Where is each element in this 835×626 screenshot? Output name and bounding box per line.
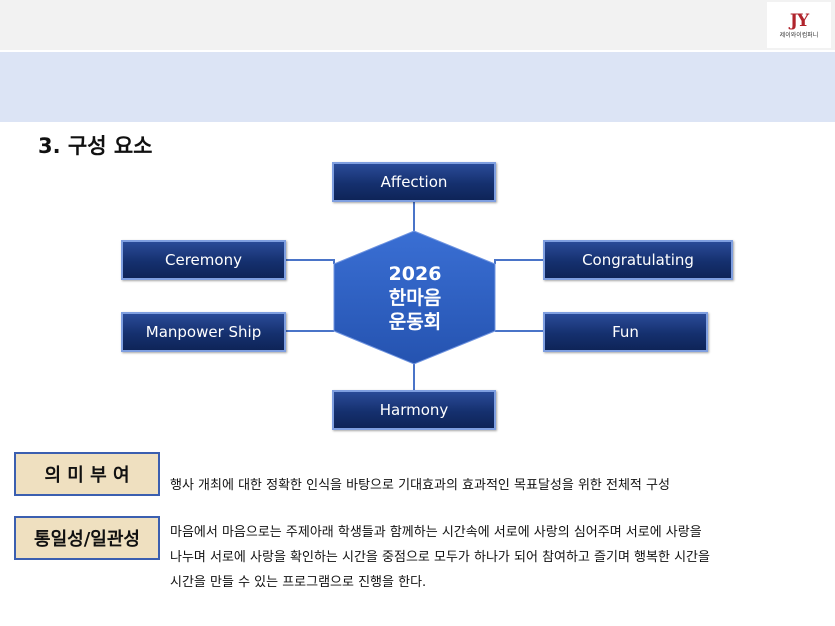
logo-text: 제이와이컴퍼니 <box>779 32 819 39</box>
center-line-event: 운동회 <box>388 311 442 333</box>
connector-congratulating <box>494 259 543 264</box>
section-title: 3. 구성 요소 <box>38 134 153 158</box>
consistency-line-3: 시간을 만들 수 있는 프로그램으로 진행을 한다. <box>170 575 427 590</box>
top-bar <box>0 0 835 50</box>
header-band <box>0 52 835 122</box>
meaning-description: 행사 개최에 대한 정확한 인식을 바탕으로 기대효과의 효과적인 목표달성을 … <box>170 478 670 493</box>
logo-mark: JY <box>789 11 809 31</box>
consistency-description: 마음에서 마음으로는 주제아래 학생들과 함께하는 시간속에 서로에 사랑의 심… <box>170 520 710 595</box>
node-congratulating: Congratulating <box>543 240 733 280</box>
company-logo: JY 제이와이컴퍼니 <box>767 2 831 48</box>
connector-ceremony <box>286 259 335 264</box>
node-ceremony: Ceremony <box>121 240 286 280</box>
center-hexagon <box>333 230 496 365</box>
consistency-label: 통일성/일관성 <box>14 516 160 560</box>
consistency-line-2: 나누며 서로에 사랑을 확인하는 시간을 중점으로 모두가 하나가 되어 참여하… <box>170 550 710 565</box>
node-harmony: Harmony <box>332 390 496 430</box>
node-fun: Fun <box>543 312 708 352</box>
center-title: 2026 한마음 운동회 <box>335 258 495 338</box>
node-affection: Affection <box>332 162 496 202</box>
node-manpower-ship: Manpower Ship <box>121 312 286 352</box>
consistency-line-1: 마음에서 마음으로는 주제아래 학생들과 함께하는 시간속에 서로에 사랑의 심… <box>170 525 702 540</box>
meaning-label: 의 미 부 여 <box>14 452 160 496</box>
center-line-year: 2026 <box>388 263 442 285</box>
center-line-name: 한마음 <box>388 287 442 309</box>
